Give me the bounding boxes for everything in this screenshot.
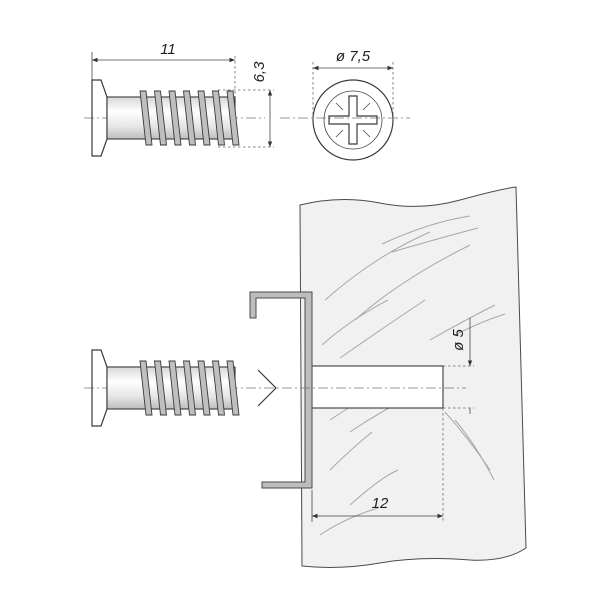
thread-crest — [197, 360, 211, 416]
screw-insertion-view — [84, 349, 466, 427]
screw-head-front-view — [280, 79, 410, 161]
label-hole-diameter: ø 5 — [450, 329, 467, 351]
dimension-head-diameter: ø 7,5 — [312, 48, 394, 120]
label-screw-length: 11 — [160, 41, 176, 58]
thread-crest — [153, 360, 168, 416]
dimension-screw-length: 11 — [91, 41, 236, 97]
label-thread-diameter: 6,3 — [251, 61, 268, 83]
metal-plate-profile — [249, 291, 313, 489]
dimension-hole-depth: 12 — [311, 408, 444, 522]
screw-thread — [139, 90, 240, 146]
label-head-diameter: ø 7,5 — [336, 48, 371, 65]
drilled-hole — [311, 365, 444, 409]
dimension-hole-diameter: ø 5 — [443, 318, 474, 414]
board-section — [299, 186, 527, 568]
thread-crest — [211, 90, 226, 146]
dimension-thread-diameter: 6,3 — [218, 61, 274, 148]
pozidriv-marks-icon — [335, 102, 371, 138]
head-outer-circle — [312, 79, 394, 161]
thread-crest — [139, 360, 153, 416]
thread-crest — [182, 90, 197, 146]
thread-crest — [139, 90, 153, 146]
screw-thread-lower — [139, 360, 240, 416]
label-hole-depth: 12 — [372, 495, 389, 512]
thread-crest — [197, 90, 211, 146]
thread-crest — [226, 360, 240, 416]
thread-crest — [182, 360, 197, 416]
thread-crest — [211, 360, 226, 416]
pozidriv-cross-icon — [328, 95, 378, 145]
thread-crest — [168, 90, 182, 146]
screw-side-view — [84, 79, 265, 157]
insertion-arrow-icon — [257, 369, 277, 407]
thread-crest — [226, 90, 240, 146]
thread-crest — [168, 360, 182, 416]
head-inner-circle — [323, 90, 383, 150]
thread-crest — [153, 90, 168, 146]
